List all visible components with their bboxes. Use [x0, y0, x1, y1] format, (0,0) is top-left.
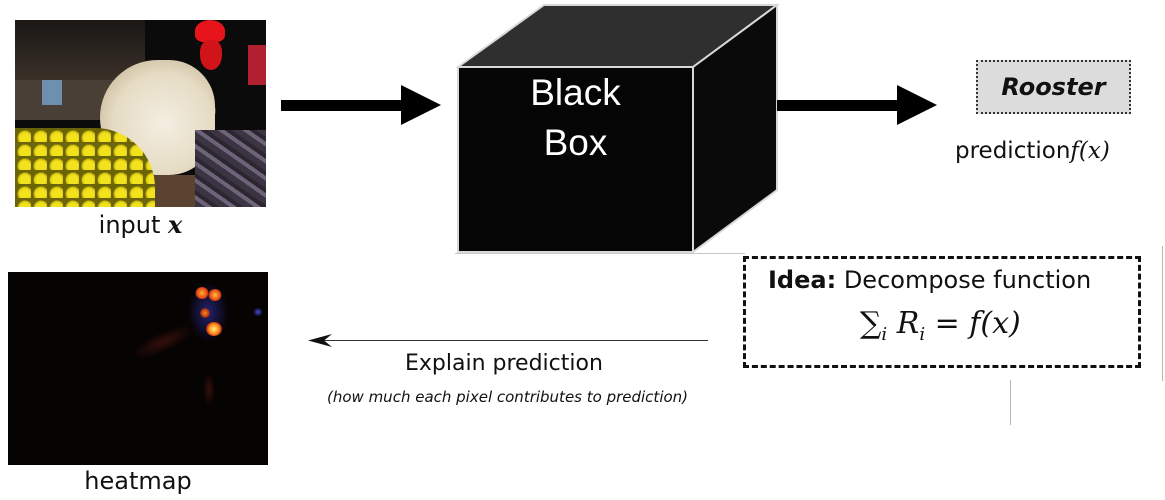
relevance-index: i: [919, 324, 926, 345]
prediction-box: Rooster: [976, 60, 1131, 114]
sum-index: i: [881, 324, 888, 345]
decomposition-formula: ∑i Ri = f(x): [860, 306, 1021, 345]
black-box-label: Black Box: [457, 68, 694, 168]
input-caption: input x: [15, 210, 266, 239]
divider-line: [1162, 246, 1163, 381]
idea-text: Idea: Decompose function: [768, 266, 1091, 294]
input-variable: x: [168, 210, 183, 239]
prediction-caption-text: prediction: [955, 138, 1071, 164]
arrow-right-icon: [777, 85, 937, 125]
arrow-right-icon: [281, 85, 441, 125]
idea-label: Idea:: [768, 266, 837, 294]
prediction-caption: predictionf(x): [955, 138, 1110, 164]
arrow-left-icon: [308, 334, 332, 347]
divider-line: [455, 253, 745, 254]
prediction-label: Rooster: [1001, 73, 1106, 101]
heatmap-caption: heatmap: [84, 467, 192, 495]
black-box-label-line2: Box: [543, 122, 608, 163]
input-caption-text: input: [98, 211, 169, 239]
formula-rhs: = f(x): [925, 306, 1021, 341]
prediction-function: f(x): [1070, 138, 1110, 164]
sum-symbol: ∑: [860, 306, 882, 341]
divider-line: [1010, 380, 1011, 425]
explain-sublabel: (how much each pixel contributes to pred…: [327, 388, 689, 406]
explain-arrow-line: [318, 340, 708, 341]
black-box-label-line1: Black: [530, 72, 621, 113]
heatmap-image: [8, 272, 268, 465]
idea-description: Decompose function: [836, 266, 1092, 294]
explain-label: Explain prediction: [405, 351, 603, 376]
input-image-rooster: [15, 20, 266, 207]
black-box-cube: [455, 3, 780, 254]
idea-box: [743, 256, 1141, 368]
relevance-term: R: [896, 306, 920, 341]
